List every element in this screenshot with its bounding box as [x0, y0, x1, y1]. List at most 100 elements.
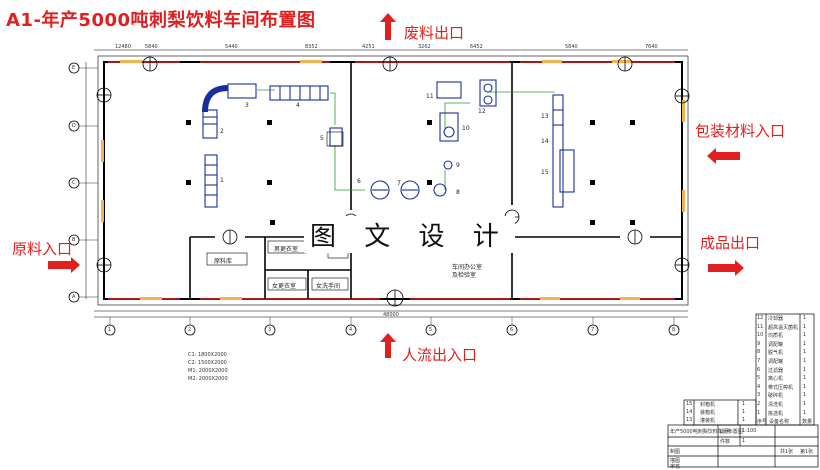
male-change-label: 男更衣室	[274, 246, 299, 253]
storage-label: 原料库	[214, 258, 233, 265]
eq-table-no: 5	[757, 375, 761, 382]
eq-num-15: 15	[541, 169, 549, 176]
people-entry-arrow	[380, 333, 396, 358]
eq-table-left-name: 灌装机	[700, 418, 716, 424]
eq-table-left-qty: 1	[742, 401, 746, 407]
eq-num-12: 12	[478, 108, 486, 115]
female-change-label: 女更衣室	[272, 283, 297, 290]
eq-table-name: 调配罐	[768, 341, 784, 348]
eq-num-10: 10	[462, 125, 470, 132]
eq-table-qty: 1	[803, 401, 807, 407]
eq-table-qty: 1	[803, 383, 807, 390]
drawing-title: A1-年产5000吨刺梨饮料车间布置图	[6, 10, 316, 31]
eq-table-header-no: 序号	[757, 419, 768, 425]
title-block-checked: 审核	[670, 464, 681, 470]
eq-table-qty: 1	[803, 358, 807, 364]
dim-top-8: 5840	[565, 44, 578, 50]
eq-table-no: 6	[757, 366, 761, 373]
dim-top-6: 3262	[418, 44, 431, 50]
eq-table-name: 离心机	[768, 376, 784, 383]
eq-table-no: 11	[757, 323, 764, 330]
title-block-sheets: 共1张	[780, 449, 794, 455]
office-label-2: 及检验室	[452, 272, 477, 279]
grid-row-c: C	[72, 180, 76, 186]
eq-num-1: 1	[220, 177, 224, 184]
waste-exit-label: 废料出口	[404, 24, 465, 42]
eq-table-left-name: 封箱机	[700, 402, 716, 408]
product-exit-arrow	[708, 260, 744, 276]
legend-note-3: M1: 2000X2000	[188, 368, 228, 374]
grid-row-b: B	[72, 237, 76, 243]
equipment-table-frame	[667, 313, 819, 468]
grid-row-e: E	[72, 65, 76, 71]
eq-table-name: 过滤器	[768, 367, 784, 374]
eq-table-qty: 1	[803, 340, 807, 347]
grid-col-5: 5	[429, 327, 433, 333]
doors	[96, 56, 690, 307]
title-block-scale-label: 比例	[720, 429, 731, 435]
eq-num-3: 3	[245, 102, 249, 109]
eq-num-2: 2	[220, 128, 224, 135]
eq-num-7: 7	[397, 180, 401, 187]
eq-table-name: 超高温灭菌机	[768, 324, 799, 331]
female-toilet-label: 女洗手间	[316, 283, 341, 290]
office-label: 车间办公室	[452, 264, 483, 271]
grid-col-1: 1	[108, 327, 112, 333]
eq-table-left-qty: 1	[742, 409, 746, 415]
eq-table-left-no: 14	[686, 409, 693, 415]
eq-table-qty: 1	[803, 409, 807, 416]
eq-table-no: 12	[757, 315, 764, 321]
eq-table-no: 9	[757, 340, 761, 347]
grid-col-6: 6	[510, 327, 514, 333]
eq-table-left-name: 装箱机	[700, 410, 716, 416]
eq-table-qty: 1	[803, 315, 807, 321]
waste-exit-arrow	[380, 13, 396, 40]
packaging-entry-label: 包装材料入口	[695, 122, 786, 140]
eq-table-name: 调配罐	[768, 359, 784, 365]
eq-num-4: 4	[296, 102, 300, 109]
grid-row-a: A	[72, 294, 76, 300]
equipment	[202, 79, 575, 208]
outer-wall-outline	[97, 55, 689, 306]
title-block-sheet-no: 第1张	[800, 449, 814, 455]
product-exit-label: 成品出口	[700, 234, 761, 252]
eq-table-qty: 1	[803, 366, 807, 373]
eq-table-no: 8	[757, 349, 761, 356]
interior-walls	[189, 62, 682, 299]
room-fixtures	[206, 131, 349, 291]
legend-note-1: C1: 1800X2000	[188, 352, 227, 358]
title-block-designed: 描图	[670, 458, 681, 464]
eq-table-left-no: 13	[686, 417, 693, 423]
grid-col-8: 8	[672, 327, 676, 333]
eq-num-9: 9	[456, 162, 460, 169]
eq-table-name: 均质机	[768, 333, 784, 340]
eq-table-no: 1	[757, 409, 761, 416]
title-block-name: 年产5000吨刺梨饮料车间布置图	[670, 429, 743, 435]
packaging-entry-arrow	[707, 148, 740, 164]
eq-table-no: 2	[757, 401, 761, 407]
eq-table-no: 10	[757, 332, 764, 339]
eq-table-qty: 1	[803, 375, 807, 382]
people-entry-label: 人流出入口	[402, 346, 478, 364]
eq-table-no: 3	[757, 392, 761, 399]
watermark: 图 文 设 计	[304, 216, 515, 253]
eq-table-name: 带式压榨机	[768, 384, 794, 391]
title-block-count: 1	[742, 438, 746, 444]
title-block-drawn: 制图	[670, 449, 681, 455]
grid-col-3: 3	[268, 327, 272, 333]
eq-table-name: 脱气机	[768, 350, 784, 357]
eq-table-name: 冷却器	[768, 316, 784, 322]
title-block-scale: 1:100	[742, 428, 757, 434]
eq-table-qty: 1	[803, 332, 807, 339]
axis-lines	[79, 67, 675, 325]
eq-table-name: 清洗机	[768, 402, 784, 408]
eq-table-no: 4	[757, 383, 761, 390]
grid-col-2: 2	[188, 327, 192, 333]
eq-table-no: 7	[757, 358, 761, 364]
eq-table-header-qty: 数量	[802, 419, 813, 425]
grid-col-7: 7	[591, 327, 595, 333]
eq-num-6: 6	[357, 178, 361, 185]
eq-table-qty: 1	[803, 392, 807, 399]
